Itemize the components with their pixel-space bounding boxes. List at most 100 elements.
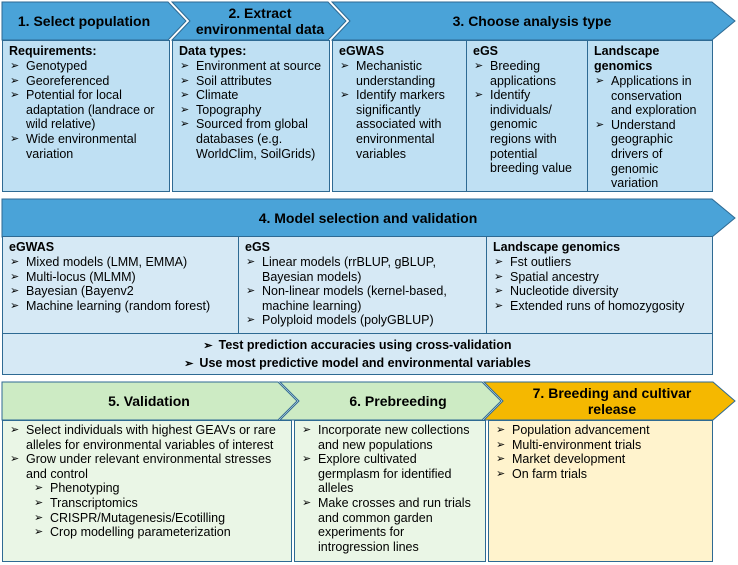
step6-title: 6. Prebreeding <box>349 393 447 409</box>
list-item: Breeding applications <box>473 59 581 88</box>
step4-arrow <box>1 198 736 238</box>
divider <box>486 237 487 333</box>
list-item: Mixed models (LMM, EMMA) <box>9 255 231 270</box>
list-item: Environment at source <box>179 59 323 74</box>
divider <box>466 41 467 191</box>
requirements-heading: Requirements: <box>9 44 97 58</box>
model-landscape-panel: Landscape genomics Fst outliers Spatial … <box>487 237 712 316</box>
data-types-list: Environment at source Soil attributes Cl… <box>179 59 323 161</box>
list-item: Identify individuals/ genomic regions wi… <box>473 88 581 176</box>
breeding-panel: Population advancement Multi-environment… <box>489 421 712 484</box>
list-item: Identify markers significantly associate… <box>339 88 459 161</box>
list-item: Non-linear models (kernel-based, machine… <box>245 284 479 313</box>
list-item: Fst outliers <box>493 255 706 270</box>
model-landscape-list: Fst outliers Spatial ancestry Nucleotide… <box>493 255 706 313</box>
list-item: Applications in conservation and explora… <box>594 74 706 118</box>
prebreeding-box: Incorporate new collections and new popu… <box>294 420 486 562</box>
requirements-list: Genotyped Georeferenced Potential for lo… <box>9 59 163 161</box>
list-item: Multi-locus (MLMM) <box>9 270 231 285</box>
validation-box: Select individuals with highest GEAVs or… <box>2 420 292 562</box>
list-item: Population advancement <box>495 423 706 438</box>
list-item: Understand geographic drivers of genomic… <box>594 118 706 191</box>
model-selection-box: eGWAS Mixed models (LMM, EMMA) Multi-loc… <box>2 236 713 334</box>
step7-title: 7. Breeding and cultivar release <box>502 383 722 419</box>
list-item: Explore cultivated germplasm for identif… <box>301 452 479 496</box>
extract-data-panel: Data types: Environment at source Soil a… <box>173 41 329 164</box>
analysis-egs-list: Breeding applications Identify individua… <box>473 59 581 176</box>
extract-data-box: Data types: Environment at source Soil a… <box>172 40 330 192</box>
list-item: On farm trials <box>495 467 706 482</box>
list-item: Machine learning (random forest) <box>9 299 231 314</box>
list-item: Linear models (rrBLUP, gBLUP, Bayesian m… <box>245 255 479 284</box>
model-egs-list: Linear models (rrBLUP, gBLUP, Bayesian m… <box>245 255 479 328</box>
analysis-egs-heading: eGS <box>473 44 499 58</box>
analysis-type-box: eGWAS Mechanistic understanding Identify… <box>332 40 713 192</box>
breeding-list: Population advancement Multi-environment… <box>495 423 706 481</box>
validation-sublist: Phenotyping Transcriptomics CRISPR/Mutag… <box>9 481 285 539</box>
step1-title: 1. Select population <box>17 13 151 29</box>
list-item: Multi-environment trials <box>495 438 706 453</box>
select-population-panel: Requirements: Genotyped Georeferenced Po… <box>3 41 169 164</box>
analysis-egs-panel: eGS Breeding applications Identify indiv… <box>467 41 587 179</box>
list-item: Topography <box>179 103 323 118</box>
breeding-box: Population advancement Multi-environment… <box>488 420 713 562</box>
list-item: Grow under relevant environmental stress… <box>9 452 285 481</box>
model-egwas-list: Mixed models (LMM, EMMA) Multi-locus (ML… <box>9 255 231 313</box>
analysis-landscape-panel: Landscape genomics Applications in conse… <box>588 41 712 194</box>
analysis-egwas-heading: eGWAS <box>339 44 385 58</box>
step7-title-line1: 7. Breeding and cultivar <box>532 385 692 401</box>
step5-title: 5. Validation <box>108 393 190 409</box>
cross-validation-text: Use most predictive model and environmen… <box>199 356 531 370</box>
arrow-bullet-icon: ➢ <box>203 340 213 352</box>
validation-list: Select individuals with highest GEAVs or… <box>9 423 285 481</box>
list-item: Potential for local adaptation (landrace… <box>9 88 163 132</box>
divider <box>587 41 588 191</box>
analysis-egwas-panel: eGWAS Mechanistic understanding Identify… <box>333 41 465 164</box>
model-egs-heading: eGS <box>245 240 271 254</box>
list-item: Market development <box>495 452 706 467</box>
cross-validation-line1: ➢ Test prediction accuracies using cross-… <box>3 337 712 355</box>
model-egwas-panel: eGWAS Mixed models (LMM, EMMA) Multi-loc… <box>3 237 237 316</box>
step3-title: 3. Choose analysis type <box>452 13 612 29</box>
arrow-bullet-icon: ➢ <box>184 358 194 370</box>
list-item: CRISPR/Mutagenesis/Ecotilling <box>33 511 285 526</box>
validation-panel: Select individuals with highest GEAVs or… <box>3 421 291 543</box>
model-landscape-heading: Landscape genomics <box>493 240 621 254</box>
step7-title-line2: release <box>587 401 637 417</box>
prebreeding-list: Incorporate new collections and new popu… <box>301 423 479 554</box>
list-item: Extended runs of homozygosity <box>493 299 706 314</box>
step5-arrow <box>1 381 298 421</box>
cross-validation-line2: ➢ Use most predictive model and environme… <box>3 355 712 373</box>
select-population-box: Requirements: Genotyped Georeferenced Po… <box>2 40 170 192</box>
step4-title: 4. Model selection and validation <box>258 210 478 226</box>
divider <box>238 237 239 333</box>
list-item: Phenotyping <box>33 481 285 496</box>
step1-arrow <box>1 1 187 41</box>
list-item: Transcriptomics <box>33 496 285 511</box>
list-item: Soil attributes <box>179 74 323 89</box>
step2-title-line2: environmental data <box>195 21 325 37</box>
data-types-heading: Data types: <box>179 44 247 58</box>
list-item: Incorporate new collections and new popu… <box>301 423 479 452</box>
analysis-landscape-heading: Landscape genomics <box>594 44 660 73</box>
list-item: Climate <box>179 88 323 103</box>
list-item: Wide environmental variation <box>9 132 163 161</box>
analysis-landscape-list: Applications in conservation and explora… <box>594 74 706 191</box>
list-item: Make crosses and run trials and common g… <box>301 496 479 554</box>
list-item: Genotyped <box>9 59 163 74</box>
list-item: Georeferenced <box>9 74 163 89</box>
analysis-egwas-list: Mechanistic understanding Identify marke… <box>339 59 459 161</box>
list-item: Mechanistic understanding <box>339 59 459 88</box>
list-item: Select individuals with highest GEAVs or… <box>9 423 285 452</box>
prebreeding-panel: Incorporate new collections and new popu… <box>295 421 485 557</box>
step7-arrow <box>482 381 736 421</box>
list-item: Spatial ancestry <box>493 270 706 285</box>
list-item: Nucleotide diversity <box>493 284 706 299</box>
step2-title-line1: 2. Extract <box>228 5 292 21</box>
list-item: Crop modelling parameterization <box>33 525 285 540</box>
list-item: Polyploid models (polyGBLUP) <box>245 313 479 328</box>
list-item: Bayesian (Bayenv2 <box>9 284 231 299</box>
model-egwas-heading: eGWAS <box>9 240 55 254</box>
cross-validation-text: Test prediction accuracies using cross-v… <box>218 338 512 352</box>
step2-title: 2. Extract environmental data <box>190 3 330 39</box>
